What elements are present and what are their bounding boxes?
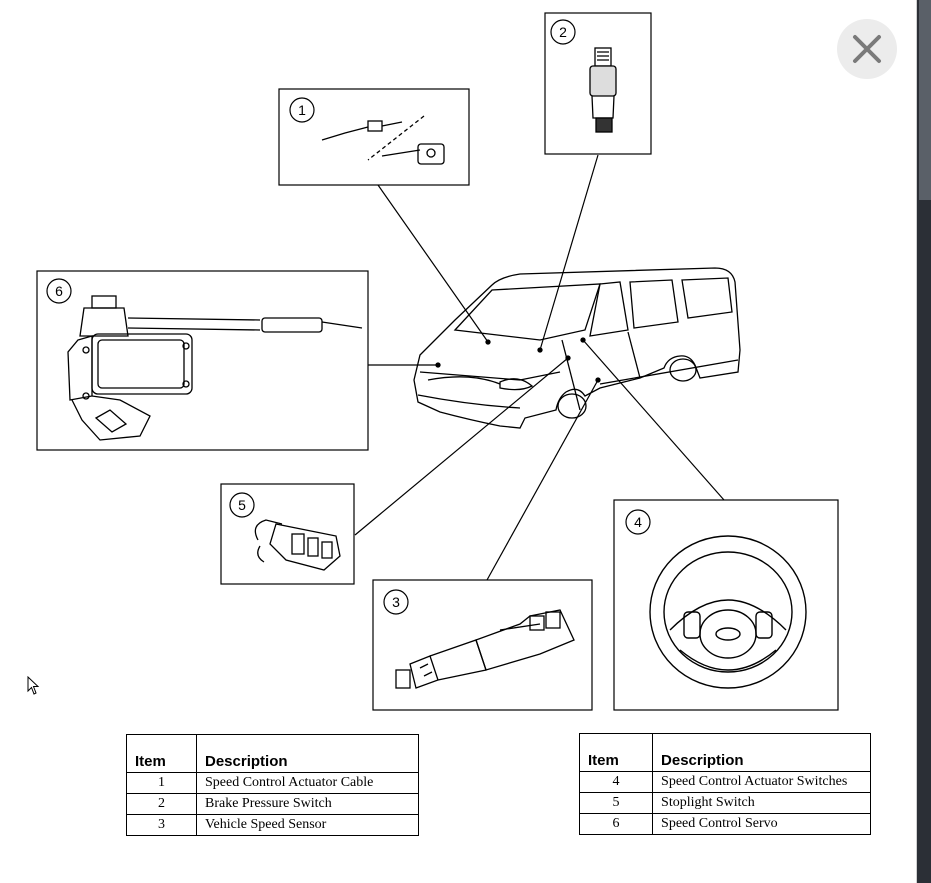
scrollbar-thumb[interactable] — [919, 0, 931, 200]
callout-circle-1 — [289, 97, 315, 123]
callout-circle-5 — [229, 492, 255, 518]
van-illustration — [413, 267, 741, 429]
detail-box-5 — [220, 483, 355, 585]
header-item: Item — [578, 733, 654, 772]
table-row: 4 Speed Control Actuator Switches — [578, 771, 871, 793]
item-number: 6 — [578, 813, 654, 835]
callout-circle-2 — [550, 19, 576, 45]
leader-line-5 — [354, 357, 569, 536]
item-number: 2 — [126, 793, 197, 815]
item-table-right: Item Description 4 Speed Control Actuato… — [578, 733, 871, 835]
table-row: 2 Brake Pressure Switch — [126, 793, 419, 815]
callout-number-5: 5 — [238, 497, 246, 513]
table-row: 3 Vehicle Speed Sensor — [126, 814, 419, 836]
close-button[interactable] — [837, 19, 897, 79]
item-description: Speed Control Servo — [652, 813, 871, 835]
item-table-left: Item Description 1 Speed Control Actuato… — [126, 734, 419, 836]
vehicle-speed-sensor-illustration — [395, 609, 575, 689]
leader-line-4 — [582, 339, 725, 501]
detail-box-3 — [372, 579, 593, 711]
callout-number-4: 4 — [634, 514, 642, 530]
item-description: Stoplight Switch — [652, 792, 871, 814]
leader-line-1 — [377, 184, 489, 343]
detail-box-6 — [36, 270, 369, 451]
table-row: 1 Speed Control Actuator Cable — [126, 772, 419, 794]
header-description: Description — [652, 733, 871, 772]
leader-line-3 — [486, 379, 599, 581]
item-description: Vehicle Speed Sensor — [196, 814, 419, 836]
callout-number-6: 6 — [55, 283, 63, 299]
callout-number-3: 3 — [392, 594, 400, 610]
steering-wheel-illustration — [649, 535, 807, 689]
vertical-scrollbar[interactable] — [916, 0, 931, 883]
close-x-icon — [853, 35, 881, 63]
detail-box-2 — [544, 12, 652, 155]
item-number: 5 — [578, 792, 654, 814]
header-description: Description — [196, 734, 419, 773]
mouse-pointer-icon — [27, 675, 41, 701]
callout-circle-4 — [625, 509, 651, 535]
speed-control-servo-illustration — [67, 295, 363, 441]
detail-box-4 — [613, 499, 839, 711]
detail-box-1 — [278, 88, 470, 186]
table-row: 5 Stoplight Switch — [578, 792, 871, 814]
item-number: 4 — [578, 771, 654, 793]
actuator-cable-illustration — [321, 115, 445, 165]
item-description: Brake Pressure Switch — [196, 793, 419, 815]
callout-number-2: 2 — [559, 24, 567, 40]
callout-number-1: 1 — [298, 102, 306, 118]
callout-circle-6 — [46, 278, 72, 304]
callout-circle-3 — [383, 589, 409, 615]
brake-pressure-switch-illustration — [589, 47, 617, 133]
stoplight-switch-illustration — [254, 519, 341, 571]
item-number: 3 — [126, 814, 197, 836]
leader-line-2 — [539, 154, 599, 351]
item-description: Speed Control Actuator Switches — [652, 771, 871, 793]
item-description: Speed Control Actuator Cable — [196, 772, 419, 794]
header-item: Item — [126, 734, 197, 773]
item-number: 1 — [126, 772, 197, 794]
table-row: 6 Speed Control Servo — [578, 813, 871, 835]
